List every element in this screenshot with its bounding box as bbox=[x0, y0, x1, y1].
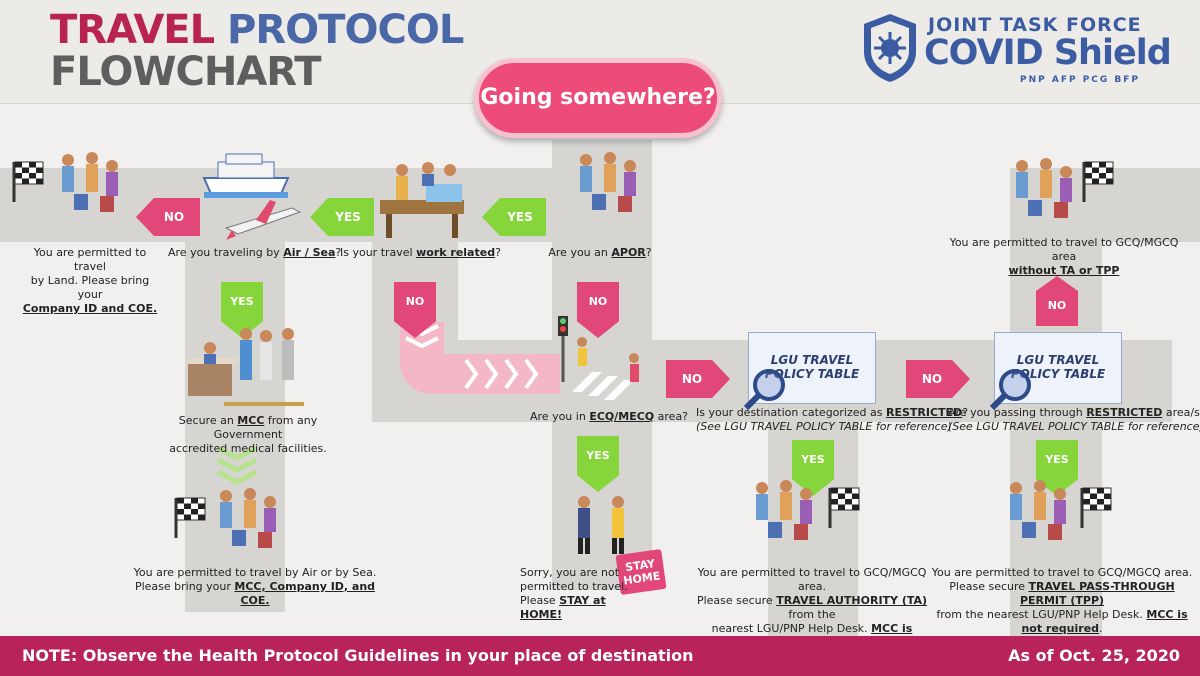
q-restricted-key: RESTRICTED bbox=[885, 406, 963, 419]
q-work-post: ? bbox=[495, 246, 501, 259]
checkered-flag-icon bbox=[12, 161, 44, 202]
question-restricted: Is your destination categorized as RESTR… bbox=[696, 406, 968, 434]
header: TRAVEL PROTOCOL FLOWCHART JOINT TASK FOR… bbox=[0, 0, 1200, 104]
travelers-illustration bbox=[756, 480, 812, 540]
stay-line1: Sorry, you are not bbox=[520, 566, 620, 579]
tpp-key: TRAVEL PASS-THROUGH PERMIT (TPP) bbox=[1019, 580, 1175, 607]
title-protocol: PROTOCOL bbox=[227, 7, 464, 53]
jtf-covid-shield-logo: JOINT TASK FORCE COVID Shield PNP AFP PC… bbox=[862, 12, 1172, 90]
tpp-l3pre: from the nearest LGU/PNP Help Desk. bbox=[936, 608, 1147, 621]
q-passing-note: (See LGU TRAVEL POLICY TABLE for referen… bbox=[948, 420, 1200, 433]
ta-post: from the bbox=[788, 608, 836, 621]
title-travel: TRAVEL bbox=[50, 7, 215, 53]
checkered-flag-icon bbox=[1082, 161, 1114, 202]
ta-line1: You are permitted to travel to GCQ/MGCQ … bbox=[697, 566, 927, 593]
logo-line1: JOINT TASK FORCE bbox=[928, 14, 1142, 36]
footer: NOTE: Observe the Health Protocol Guidel… bbox=[0, 636, 1200, 676]
q-ecq-post: area? bbox=[654, 410, 689, 423]
page-title: TRAVEL PROTOCOL bbox=[50, 7, 464, 53]
tpp-l3post: . bbox=[1099, 622, 1103, 635]
medical-desk-illustration bbox=[188, 328, 304, 406]
question-apor: Are you an APOR? bbox=[530, 246, 670, 260]
travelers-illustration bbox=[1010, 480, 1066, 540]
magnifier-icon bbox=[743, 369, 785, 411]
q-work-key: work related bbox=[416, 246, 496, 259]
nota-line1: You are permitted to travel to GCQ/MGCQ … bbox=[949, 236, 1179, 263]
page-subtitle: FLOWCHART bbox=[50, 49, 322, 95]
crosswalk-illustration bbox=[558, 316, 639, 400]
land-line1: You are permitted to travel bbox=[33, 246, 147, 273]
stay-line2: permitted to travel. bbox=[520, 580, 628, 593]
ta-key: TRAVEL AUTHORITY (TA) bbox=[776, 594, 928, 607]
magnifier-icon bbox=[989, 369, 1031, 411]
airsea-key: MCC, Company ID, and COE. bbox=[234, 580, 376, 607]
chevron-path-decoration bbox=[400, 322, 560, 394]
tpp-l3key: MCC is not required bbox=[1021, 608, 1188, 635]
ta-pre: Please secure bbox=[696, 594, 777, 607]
tpp-line1: You are permitted to travel to GCQ/MGCQ … bbox=[931, 566, 1193, 579]
airsea-pre: Please bring your bbox=[134, 580, 235, 593]
stay-pre: Please bbox=[520, 594, 560, 607]
q-work-pre: Is your travel bbox=[340, 246, 417, 259]
airsea-line1: You are permitted to travel by Air or by… bbox=[133, 566, 377, 579]
q-ecq-key: ECQ/MECQ bbox=[589, 410, 655, 423]
q-passing-key: RESTRICTED bbox=[1086, 406, 1163, 419]
start-node: Going somewhere? bbox=[474, 58, 722, 138]
land-key: Company ID and COE. bbox=[22, 302, 158, 315]
q-apor-key: APOR bbox=[611, 246, 646, 259]
footer-note: NOTE: Observe the Health Protocol Guidel… bbox=[22, 646, 694, 665]
checkered-flag-icon bbox=[174, 497, 206, 538]
logo-line3: PNP AFP PCG BFP bbox=[1020, 75, 1141, 85]
mcc-key: MCC bbox=[237, 414, 265, 427]
q-restricted-pre: Is your destination categorized as bbox=[696, 406, 886, 419]
q-apor-pre: Are you an bbox=[548, 246, 612, 259]
outcome-air-sea: You are permitted to travel by Air or by… bbox=[120, 566, 390, 608]
tpp-pre: Please secure bbox=[949, 580, 1029, 593]
q-airsea-post: ? bbox=[335, 246, 342, 259]
checkpoint-officers-illustration bbox=[578, 496, 624, 554]
q-passing-pre: Are you passing through bbox=[948, 406, 1087, 419]
question-work-related: Is your travel work related? bbox=[340, 246, 501, 260]
outcome-pass-through: You are permitted to travel to GCQ/MGCQ … bbox=[930, 566, 1194, 636]
logo-line2: COVID Shield bbox=[924, 33, 1172, 73]
question-air-sea: Are you traveling by Air / Sea? bbox=[168, 246, 341, 260]
q-ecq-pre: Are you in bbox=[530, 410, 590, 423]
travelers-illustration bbox=[220, 488, 276, 548]
q-restricted-note: (See LGU TRAVEL POLICY TABLE for referen… bbox=[696, 420, 952, 433]
nota-key: without TA or TPP bbox=[1008, 264, 1120, 277]
q-passing-post: area/s? bbox=[1165, 406, 1200, 419]
policy-table-title: LGU TRAVEL POLICY TABLE bbox=[764, 353, 860, 381]
q-restricted-post: ? bbox=[962, 406, 969, 419]
land-line2: by Land. Please bring your bbox=[30, 274, 150, 301]
q-apor-post: ? bbox=[645, 246, 652, 259]
travelers-illustration bbox=[62, 152, 118, 212]
footer-date: As of Oct. 25, 2020 bbox=[1008, 646, 1180, 665]
checkered-flag-icon bbox=[1080, 487, 1112, 528]
ship-plane-illustration bbox=[202, 153, 302, 240]
question-ecq: Are you in ECQ/MECQ area? bbox=[530, 410, 688, 424]
work-meeting-illustration bbox=[380, 162, 464, 238]
ta-l3pre: nearest LGU/PNP Help Desk. bbox=[711, 622, 872, 635]
policy-table-title: LGU TRAVEL POLICY TABLE bbox=[1010, 353, 1106, 381]
outcome-no-ta: You are permitted to travel to GCQ/MGCQ … bbox=[944, 236, 1184, 278]
mcc-pre: Secure an bbox=[178, 414, 238, 427]
chevron-down-decoration bbox=[216, 445, 258, 485]
shield-icon bbox=[864, 14, 916, 82]
stay-key: STAY at HOME! bbox=[520, 594, 606, 621]
travelers-illustration bbox=[580, 152, 636, 212]
lgu-policy-table-1: LGU TRAVEL POLICY TABLE bbox=[743, 332, 876, 411]
mcc-line2: accredited medical facilities. bbox=[169, 442, 327, 455]
travelers-illustration bbox=[1016, 158, 1072, 218]
question-passing: Are you passing through RESTRICTED area/… bbox=[948, 406, 1200, 434]
lgu-policy-table-2: LGU TRAVEL POLICY TABLE bbox=[989, 332, 1122, 411]
mcc-post: from any Government bbox=[213, 414, 318, 441]
q-airsea-pre: Are you traveling by bbox=[168, 246, 284, 259]
checkered-flag-icon bbox=[828, 487, 860, 528]
q-airsea-key: Air / Sea bbox=[283, 246, 336, 259]
